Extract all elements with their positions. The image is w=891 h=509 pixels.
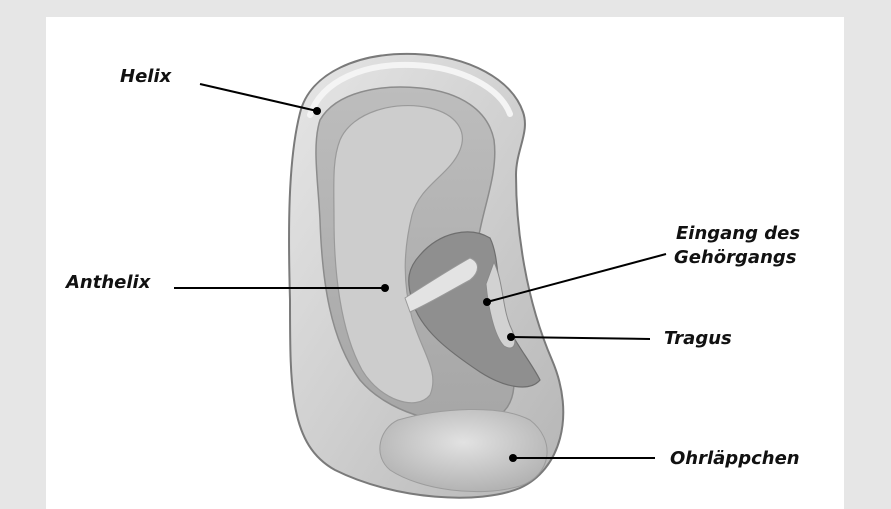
pointer-dot-ohrlaeppchen xyxy=(509,454,517,462)
label-eingang-line2: Gehörgangs xyxy=(674,247,796,269)
pointer-dot-eingang xyxy=(483,298,491,306)
pointer-dot-helix xyxy=(313,107,321,115)
label-ohrlaeppchen: Ohrläppchen xyxy=(670,448,800,470)
pointer-line-helix xyxy=(200,84,317,111)
label-helix: Helix xyxy=(120,66,171,88)
label-tragus: Tragus xyxy=(664,328,732,350)
label-anthelix: Anthelix xyxy=(66,272,150,294)
pointer-dot-anthelix xyxy=(381,284,389,292)
label-eingang-line1: Eingang des xyxy=(676,223,800,245)
pointer-dot-tragus xyxy=(507,333,515,341)
